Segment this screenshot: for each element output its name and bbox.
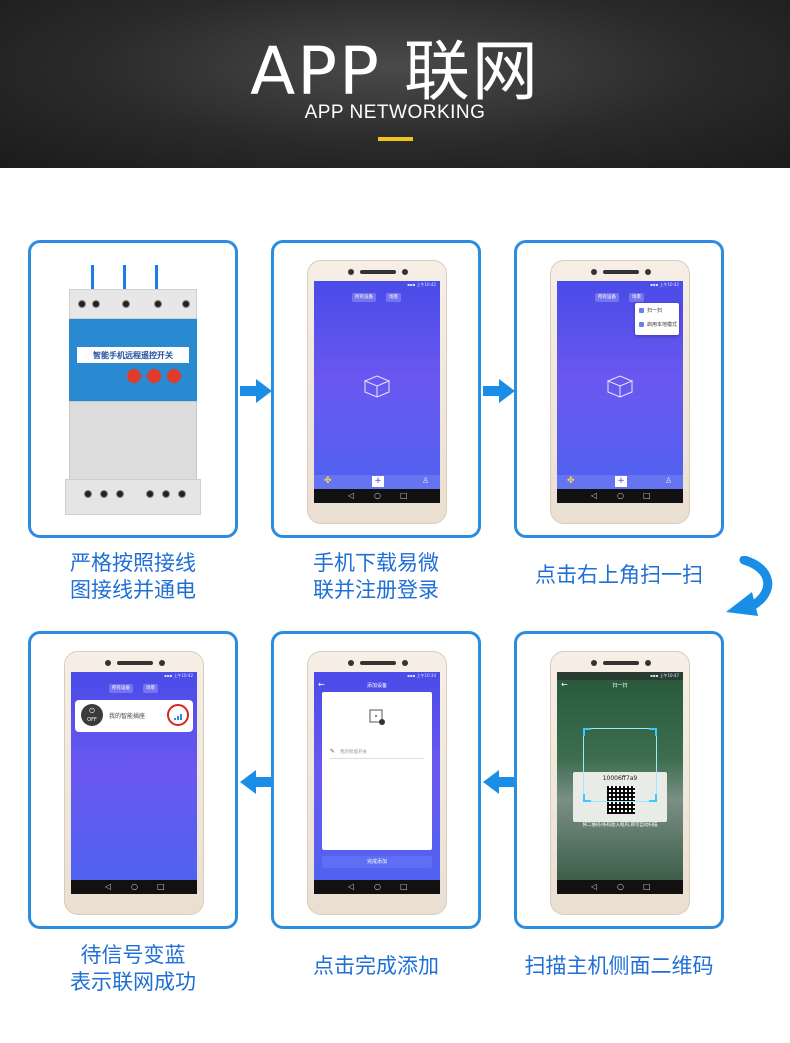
page-title: APP 联网 [250,33,540,110]
phone-mockup: ▪▪▪ 上午10:42 所有设备 场景 ⏻ OFF 我的智能插座 ◁ [64,651,204,915]
add-device-icon[interactable]: + [615,476,627,487]
device-qr-sticker: 10006ff7a9 [573,772,667,822]
header-banner: APP 联网 APP NETWORKING [0,0,790,168]
scan-hint: 将二维码/条码放入框内,即可自动扫描 [582,823,658,828]
back-icon[interactable]: ◁ [348,882,355,891]
qr-code [607,786,635,814]
device-name: 我的智能插座 [109,713,146,720]
app-bottom-bar: ✤ + ♙ [557,475,683,489]
curved-arrow-down-icon [726,556,773,616]
screen-title: 扫一扫 [612,683,628,689]
scan-menu-item[interactable]: 扫一扫 [639,305,662,317]
scan-frame [583,728,657,802]
device-front-panel: 智能手机远程遥控开关 [69,319,197,401]
qr-device-id: 10006ff7a9 [602,775,638,782]
profile-icon[interactable]: ♙ [422,476,430,485]
phone-mockup: ▪▪▪ 上午10:47 10006ff7a9 将二维码/条码放入框内,即可自动扫… [550,651,690,915]
device-body [69,401,197,481]
wire [155,265,158,295]
power-button[interactable]: ⏻ OFF [81,704,103,726]
back-icon[interactable]: ◁ [591,491,598,500]
phone-mockup: ▪▪▪ 上午10:42 所有设备 场景 ✤ + ♙ ◁ ○ □ [307,260,447,524]
profile-icon[interactable]: ♙ [665,476,673,485]
device-button [147,369,161,383]
title-underline [378,137,413,141]
device-button [167,369,181,383]
wire [123,265,126,295]
screen-title: 添加设备 [366,683,387,689]
step-2-card: ▪▪▪ 上午10:42 所有设备 场景 ✤ + ♙ ◁ ○ □ [271,240,481,538]
phone-mockup: ▪▪▪ 上午10:34 ← 添加设备 ✎ 我的智能开关 完成添加 ◁ ○ □ [307,651,447,915]
app-screen-online: ▪▪▪ 上午10:42 所有设备 场景 ⏻ OFF 我的智能插座 ◁ [71,672,197,894]
signal-highlight-circle [167,704,189,726]
recent-icon[interactable]: □ [643,882,651,891]
device-filter-tab[interactable]: 所有设备 [352,293,376,302]
back-icon[interactable]: ◁ [591,882,598,891]
signal-icon [174,714,182,720]
home-nav-icon[interactable]: ○ [374,882,381,891]
back-arrow-icon[interactable]: ← [318,680,325,689]
step-6-caption: 待信号变蓝 表示联网成功 [70,943,196,994]
add-device-icon[interactable]: + [372,476,384,487]
device-filter-tab[interactable]: 所有设备 [595,293,619,302]
recent-icon[interactable]: □ [643,491,651,500]
app-bottom-bar: ✤ + ♙ [314,475,440,489]
scene-tab[interactable]: 场景 [143,684,158,693]
arrow-right-icon [240,379,272,403]
step-6-card: ▪▪▪ 上午10:42 所有设备 场景 ⏻ OFF 我的智能插座 ◁ [28,631,238,929]
more-menu-popup: 扫一扫 启用本地模式 [635,303,679,335]
device-list-item[interactable]: ⏻ OFF 我的智能插座 [75,700,193,732]
device-label: 智能手机远程遥控开关 [77,347,189,363]
local-mode-menu-item[interactable]: 启用本地模式 [639,319,677,331]
app-screen-menu: ▪▪▪ 上午10:42 所有设备 场景 扫一扫 启用本地模式 ✤ + ♙ ◁ ○… [557,281,683,503]
step-1-caption: 严格按照接线 图接线并通电 [70,551,196,602]
device-icon [369,709,385,725]
home-nav-icon[interactable]: ○ [617,882,624,891]
recent-icon[interactable]: □ [400,491,408,500]
app-screen-home: ▪▪▪ 上午10:42 所有设备 场景 ✤ + ♙ ◁ ○ □ [314,281,440,503]
step-5-card: ▪▪▪ 上午10:34 ← 添加设备 ✎ 我的智能开关 完成添加 ◁ ○ □ [271,631,481,929]
arrow-left-icon [483,770,515,794]
switch-device-image: 智能手机远程遥控开关 [65,265,201,517]
arrow-right-icon [483,379,515,403]
home-nav-icon[interactable]: ○ [131,882,138,891]
device-top-terminal [69,289,197,319]
step-4-caption: 扫描主机侧面二维码 [524,954,714,978]
step-3-card: ▪▪▪ 上午10:42 所有设备 场景 扫一扫 启用本地模式 ✤ + ♙ ◁ ○… [514,240,724,538]
camera-viewfinder: 10006ff7a9 将二维码/条码放入框内,即可自动扫描 [557,680,683,880]
device-name-field[interactable]: 我的智能开关 [340,750,367,755]
step-4-card: ▪▪▪ 上午10:47 10006ff7a9 将二维码/条码放入框内,即可自动扫… [514,631,724,929]
empty-box-icon [606,375,634,398]
phone-mockup: ▪▪▪ 上午10:42 所有设备 场景 扫一扫 启用本地模式 ✤ + ♙ ◁ ○… [550,260,690,524]
power-icon: ⏻ [89,707,95,715]
app-screen-scan: ▪▪▪ 上午10:47 10006ff7a9 将二维码/条码放入框内,即可自动扫… [557,672,683,894]
device-bottom-terminal [65,479,201,515]
back-icon[interactable]: ◁ [348,491,355,500]
home-icon[interactable]: ✤ [324,476,332,486]
app-screen-add-device: ▪▪▪ 上午10:34 ← 添加设备 ✎ 我的智能开关 完成添加 ◁ ○ □ [314,672,440,894]
scene-tab[interactable]: 场景 [629,293,644,302]
recent-icon[interactable]: □ [400,882,408,891]
device-button [127,369,141,383]
empty-box-icon [363,375,391,398]
device-filter-tab[interactable]: 所有设备 [109,684,133,693]
home-nav-icon[interactable]: ○ [617,491,624,500]
add-device-panel: ✎ 我的智能开关 [322,692,432,850]
home-icon[interactable]: ✤ [567,476,575,486]
edit-icon: ✎ [330,748,336,755]
wire [91,265,94,295]
home-nav-icon[interactable]: ○ [374,491,381,500]
step-3-caption: 点击右上角扫一扫 [535,563,703,587]
page-subtitle: APP NETWORKING [304,102,486,123]
step-5-caption: 点击完成添加 [313,954,439,978]
arrow-left-icon [240,770,272,794]
back-arrow-icon[interactable]: ← [561,680,568,689]
back-icon[interactable]: ◁ [105,882,112,891]
scene-tab[interactable]: 场景 [386,293,401,302]
step-1-card: 智能手机远程遥控开关 [28,240,238,538]
recent-icon[interactable]: □ [157,882,165,891]
step-2-caption: 手机下载易微 联并注册登录 [313,551,439,602]
complete-add-button[interactable]: 完成添加 [322,856,432,868]
